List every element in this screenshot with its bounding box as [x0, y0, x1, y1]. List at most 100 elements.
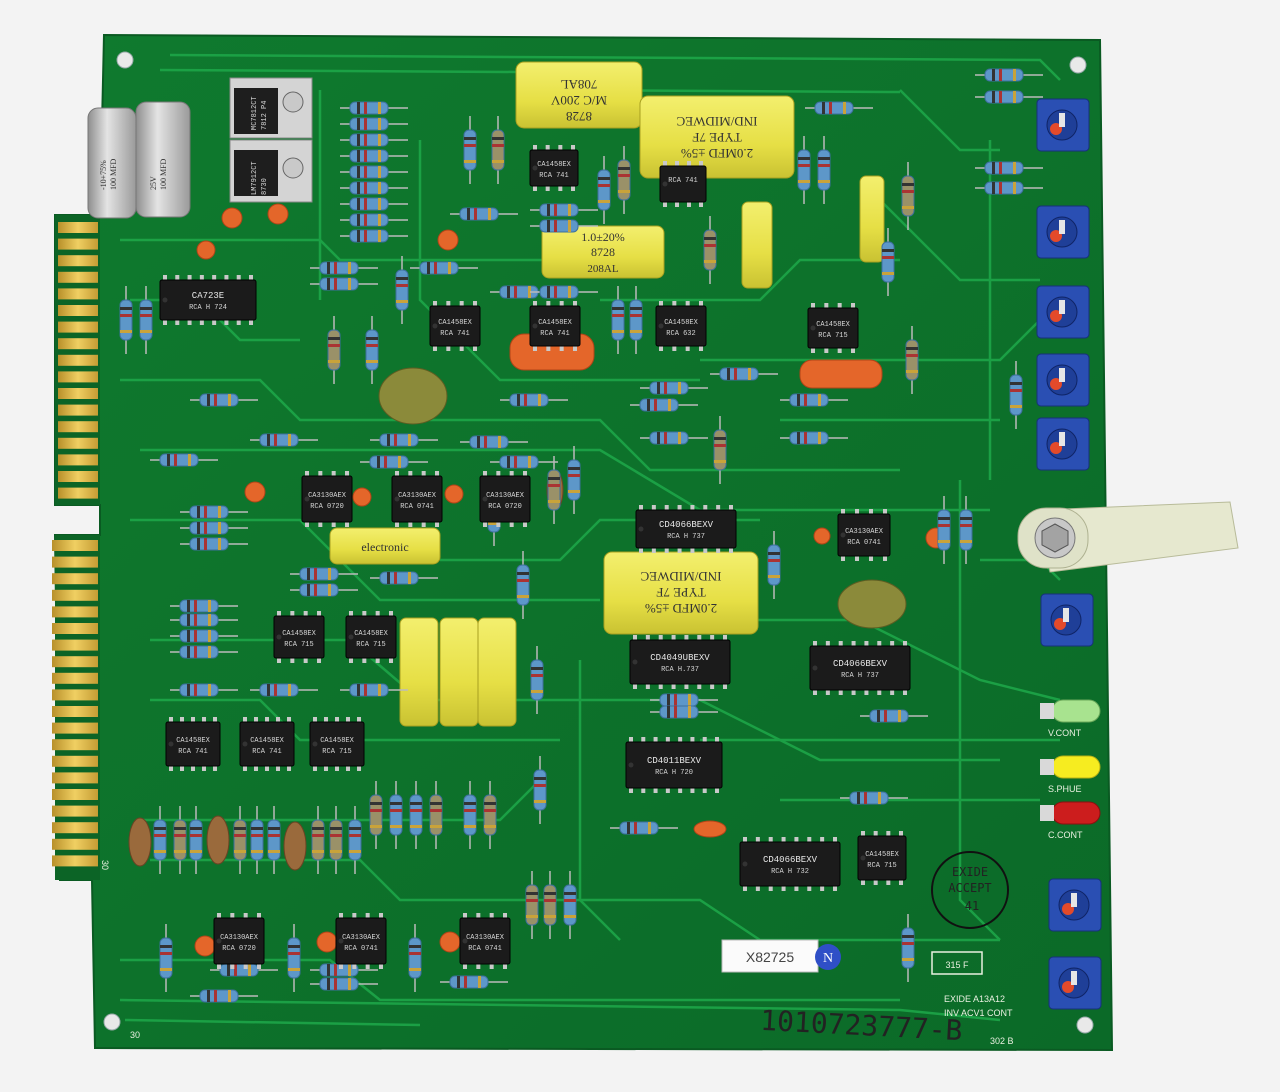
connector-finger: [52, 722, 98, 734]
resistor: [713, 429, 727, 471]
resistor: [319, 977, 359, 991]
trim-pot: [1036, 285, 1090, 339]
connector-finger: [58, 255, 98, 267]
ic-part-label: CA3130AEX: [845, 528, 884, 536]
resistor: [491, 129, 505, 171]
resistor: [463, 794, 477, 836]
connector-finger: [58, 354, 98, 366]
ic-part-label: CA3130AEX: [398, 492, 437, 500]
connector-finger: [58, 238, 98, 250]
cap-center-line3: 2.0MFD ±5%: [645, 601, 717, 616]
resistor: [509, 393, 549, 407]
resistor: [349, 117, 389, 131]
resistor: [459, 207, 499, 221]
silkscreen-id-block: EXIDE A13A12 INV ACV1 CONT 302 B: [944, 994, 1014, 1046]
edge-number-bottom: 30: [100, 860, 110, 870]
resistor: [409, 794, 423, 836]
resistor: [159, 453, 199, 467]
cap-center-line2: TYPE 7F: [656, 585, 705, 600]
ic-maker-label: RCA H 737: [667, 533, 705, 541]
resistor: [179, 683, 219, 697]
film-capacitor-mid: 1.0±20% 8728 208AL: [541, 225, 665, 279]
resistor: [267, 819, 281, 861]
resistor: [395, 269, 409, 311]
silk-line1: EXIDE A13A12: [944, 994, 1005, 1004]
ic-part-label: CD4011BEXV: [647, 756, 702, 766]
connector-finger: [58, 338, 98, 350]
boxed-label-text: 315 F: [945, 960, 969, 970]
part-sticker: X82725 N: [721, 939, 841, 973]
electrolytic-1-label: 100 MFD: [109, 158, 118, 190]
resistor: [369, 455, 409, 469]
connector-finger: [58, 487, 98, 499]
ic-part-label: CD4066BEXV: [659, 520, 714, 530]
connector-finger: [52, 623, 98, 634]
film-capacitor-vertical-group: [399, 175, 885, 727]
resistor: [349, 683, 389, 697]
ic-part-label: CA1458EX: [865, 851, 899, 859]
stamp-line2: ACCEPT: [948, 881, 991, 895]
connector-finger: [52, 838, 98, 850]
resistor: [817, 149, 831, 191]
resistor: [173, 819, 187, 861]
resistor: [299, 567, 339, 581]
ic-ca1458ex: CA1458EX RCA 741: [429, 301, 481, 351]
resistor: [629, 299, 643, 341]
resistor: [984, 161, 1024, 175]
ic-maker-label: RCA 0741: [468, 945, 502, 953]
resistor: [319, 261, 359, 275]
voltage-regulator-2: LM7912CT 8730: [229, 139, 313, 203]
resistor: [379, 433, 419, 447]
edge-number-top: 30: [130, 1030, 140, 1040]
resistor: [659, 693, 699, 707]
resistor: [349, 149, 389, 163]
film-capacitor-top-2: IND/MIDWEC TYPE 7F 2.0MFD ±5%: [639, 95, 795, 179]
ic-maker-label: RCA 741: [252, 748, 281, 756]
ic-part-label: CA1458EX: [438, 319, 472, 327]
electrolytic-1-label-2: -10+75%: [99, 160, 108, 190]
connector-finger: [58, 421, 98, 433]
resistor: [797, 149, 811, 191]
resistor: [329, 819, 343, 861]
electrolytic-2-label: 100 MFD: [159, 158, 168, 190]
ic-part-label: CA1458EX: [816, 321, 850, 329]
resistor: [463, 129, 477, 171]
trim-pot: [1036, 205, 1090, 259]
cap-top-1-line3: 8728: [566, 109, 592, 124]
led-red: C.CONT: [1040, 801, 1101, 840]
electrolytic-capacitor-1: 100 MFD -10+75%: [87, 107, 137, 219]
connector-finger: [52, 656, 98, 668]
resistor: [649, 431, 689, 445]
resistor: [789, 393, 829, 407]
resistor: [349, 181, 389, 195]
resistor: [789, 431, 829, 445]
connector-finger: [52, 805, 98, 817]
connector-finger: [58, 305, 98, 316]
resistor: [547, 469, 561, 511]
electrolytic-2-label-2: 25V: [149, 176, 158, 190]
resistor: [319, 277, 359, 291]
resistor: [814, 101, 854, 115]
cap-top-2-line2: TYPE 7F: [692, 130, 741, 145]
resistor: [349, 133, 389, 147]
ic-maker-label: RCA H.737: [661, 666, 699, 674]
ic-maker-label: RCA 741: [440, 330, 469, 338]
ic-ca1458ex: CA1458EX RCA 715: [857, 831, 907, 885]
resistor: [259, 433, 299, 447]
ic-maker-label: RCA 715: [867, 862, 896, 870]
trim-pot: [1048, 878, 1102, 932]
resistor: [349, 197, 389, 211]
cap-center-line1: IND/MIDWEC: [641, 569, 722, 584]
ic-maker-label: RCA 0741: [344, 945, 378, 953]
resistor: [219, 963, 259, 977]
nylon-strap: [1017, 501, 1239, 573]
resistor: [469, 435, 509, 449]
resistor: [649, 381, 689, 395]
ic-cd4066bexv: CD4066BEXV RCA H 737: [635, 505, 737, 553]
